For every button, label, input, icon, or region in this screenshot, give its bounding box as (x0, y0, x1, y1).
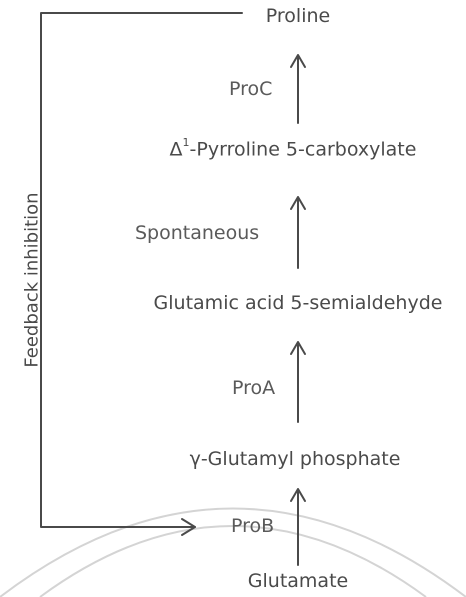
delta-symbol: Δ (169, 138, 183, 161)
watermark-arcs (0, 507, 466, 597)
watermark-arc-outer (0, 507, 466, 597)
enzyme-spontaneous: Spontaneous (135, 222, 260, 244)
node-proline: Proline (265, 5, 331, 27)
node-glutamate: Glutamate (247, 570, 349, 592)
enzyme-proc: ProC (229, 78, 273, 100)
feedback-inhibition-label: Feedback inhibition (21, 192, 43, 368)
spontaneous-arrowhead (290, 196, 306, 210)
enzyme-prob: ProB (231, 515, 275, 537)
enzyme-proa: ProA (232, 377, 276, 399)
delta-superscript: 1 (182, 136, 190, 149)
prob-arrowhead (290, 488, 306, 502)
feedback-arrowhead (181, 518, 196, 536)
proa-arrowhead (290, 341, 306, 355)
proc-arrowhead (290, 54, 306, 68)
feedback-inhibition-line (40, 12, 243, 528)
node-glutamic-acid-5-semialdehyde: Glutamic acid 5-semialdehyde (153, 292, 443, 314)
node-gamma-glutamyl-phosphate: γ-Glutamyl phosphate (189, 448, 401, 470)
pyrroline-name: -Pyrroline 5-carboxylate (189, 138, 417, 161)
watermark-arc-inner (39, 525, 427, 597)
node-pyrroline-5-carboxylate: Δ1-Pyrroline 5-carboxylate (169, 136, 417, 161)
